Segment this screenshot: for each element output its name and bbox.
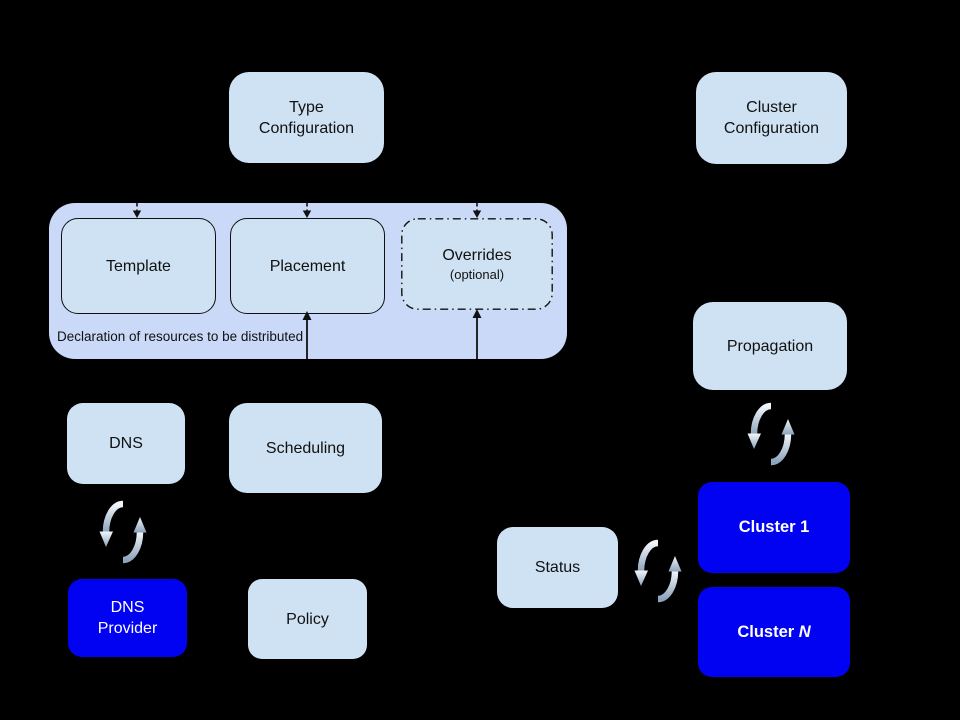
status-label: Status [534, 559, 581, 576]
policy-node: Policy [248, 579, 367, 659]
sync-icon [634, 539, 682, 603]
dns-provider-node: DNS Provider [68, 579, 187, 657]
sync-icon [747, 402, 795, 466]
propagation-node: Propagation [693, 302, 847, 390]
arrow-up-into-overrides-icon [472, 309, 482, 359]
propagation-label: Propagation [726, 337, 814, 355]
cluster-n-node: Cluster N [698, 587, 850, 677]
cluster-1-label: Cluster 1 [738, 518, 810, 536]
container-caption: Declaration of resources to be distribut… [57, 329, 304, 344]
arrow-up-into-placement-icon [302, 311, 312, 359]
arrow-down-into-placement-icon [302, 203, 312, 218]
scheduling-label: Scheduling [265, 439, 346, 457]
cluster-n-label: Cluster N [737, 622, 811, 641]
dns-label: DNS [109, 435, 143, 452]
template-label: Template [106, 257, 171, 275]
type-configuration-label: Type Configuration [258, 98, 355, 137]
sync-icon [99, 500, 147, 564]
arrow-down-into-overrides-icon [472, 203, 482, 218]
arrow-down-into-template-icon [132, 203, 142, 218]
dns-provider-label: DNS Provider [97, 599, 158, 637]
cluster-configuration-label: Cluster Configuration [723, 99, 820, 137]
dns-node: DNS [67, 403, 185, 484]
scheduling-node: Scheduling [229, 403, 382, 493]
template-node: Template [61, 218, 216, 314]
cluster-1-node: Cluster 1 [698, 482, 850, 573]
status-node: Status [497, 527, 618, 608]
policy-label: Policy [286, 610, 329, 628]
overrides-sublabel: (optional) [449, 267, 505, 282]
placement-node: Placement [230, 218, 385, 314]
type-configuration-node: Type Configuration [229, 72, 384, 163]
overrides-node: Overrides (optional) [401, 218, 553, 310]
overrides-label: Overrides [442, 247, 512, 264]
placement-label: Placement [269, 257, 346, 275]
cluster-configuration-node: Cluster Configuration [696, 72, 847, 164]
